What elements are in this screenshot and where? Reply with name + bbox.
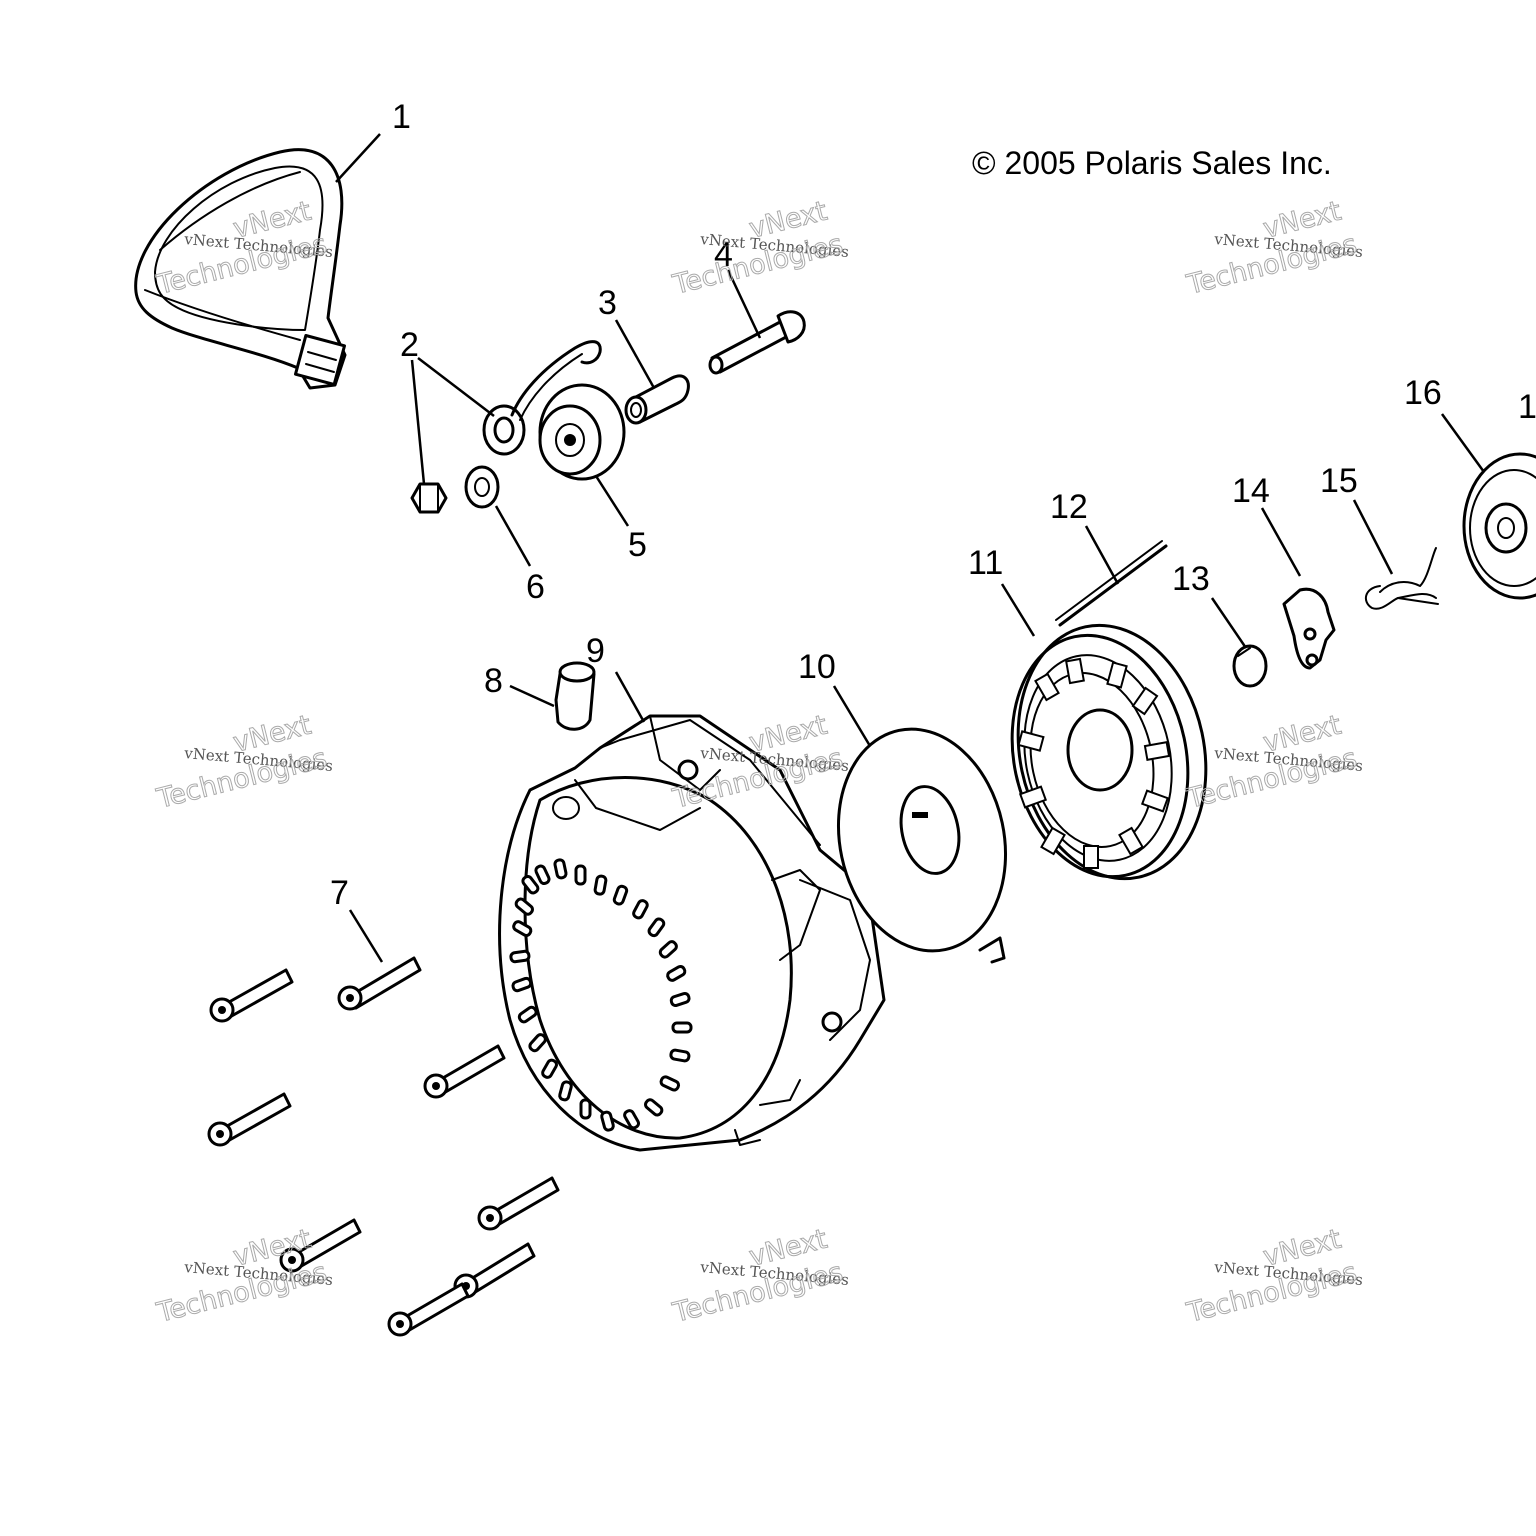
part-12-rope xyxy=(1055,540,1168,627)
part-11-reel xyxy=(1010,623,1208,881)
watermark: vNext vNext Technologies Technologies xyxy=(1183,1223,1364,1329)
part-4-pin xyxy=(708,310,806,375)
part-1-handle xyxy=(134,148,347,390)
callout-10: 10 xyxy=(798,648,836,686)
callout-9: 9 xyxy=(586,632,605,670)
watermark: vNext vNext Technologies Technologies xyxy=(669,195,850,301)
bolt xyxy=(423,1044,506,1099)
part-16-drive-disc xyxy=(1462,452,1536,600)
callout-8: 8 xyxy=(484,662,503,700)
watermark: vNext vNext Technologies Technologies xyxy=(669,1223,850,1329)
callout-11: 11 xyxy=(968,544,1003,582)
part-3-bushing xyxy=(624,374,690,425)
callout-6: 6 xyxy=(526,568,545,606)
callout-15: 15 xyxy=(1320,462,1358,500)
vent-slots xyxy=(509,858,693,1132)
callout-4: 4 xyxy=(714,236,733,274)
callout-17-partial: 1 xyxy=(1518,388,1536,426)
part-9-recoil-housing xyxy=(498,714,886,1152)
part-10-spring-plate xyxy=(836,727,1008,964)
callout-3: 3 xyxy=(598,284,617,322)
bolt xyxy=(279,1218,362,1273)
bolt xyxy=(207,1092,292,1147)
bolt xyxy=(453,1242,536,1299)
part-15-spring-wire xyxy=(1364,547,1439,610)
part-13-small-spring xyxy=(1232,644,1268,688)
bolt xyxy=(477,1176,560,1231)
watermark: vNext vNext Technologies Technologies xyxy=(1183,195,1364,301)
part-2-rope-and-nut xyxy=(410,340,602,514)
callout-5: 5 xyxy=(628,526,647,564)
part-7-bolts xyxy=(207,956,560,1337)
part-6-washer xyxy=(464,465,500,509)
bolt xyxy=(209,968,294,1023)
watermark: vNext vNext Technologies Technologies xyxy=(669,709,850,815)
watermark: vNext vNext Technologies Technologies xyxy=(1183,709,1364,815)
callout-2: 2 xyxy=(400,326,419,364)
copyright-text: © 2005 Polaris Sales Inc. xyxy=(972,145,1332,181)
watermark: vNext vNext Technologies Technologies xyxy=(153,1223,334,1329)
leader-lines xyxy=(335,133,1486,963)
callout-12: 12 xyxy=(1050,488,1088,526)
callout-numbers: 1 2 3 4 5 6 7 8 9 10 11 12 13 14 15 16 1 xyxy=(330,98,1536,912)
watermark: vNext vNext Technologies Technologies xyxy=(153,709,334,815)
callout-7: 7 xyxy=(330,874,349,912)
part-14-pawl xyxy=(1282,587,1336,670)
callout-13: 13 xyxy=(1172,560,1210,598)
part-5-pulley xyxy=(538,383,626,481)
callout-1: 1 xyxy=(392,98,411,136)
bolt xyxy=(337,956,422,1011)
callout-14: 14 xyxy=(1232,472,1270,510)
callout-16: 16 xyxy=(1404,374,1442,412)
part-8-plug xyxy=(554,661,596,731)
bolt xyxy=(387,1282,470,1337)
